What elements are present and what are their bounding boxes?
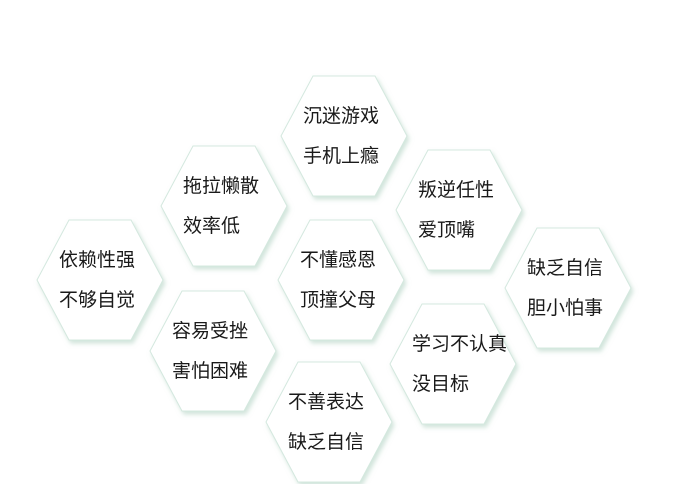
hexagon-shape (149, 290, 277, 412)
hexagon-line-2: 不够自觉 (59, 289, 136, 311)
hexagon-line-2: 没目标 (412, 373, 470, 395)
hexagon-game-addiction: 沉迷游戏 手机上瘾 (277, 74, 408, 198)
hexagon-line-2: 顶撞父母 (300, 289, 377, 311)
hexagon-shape (160, 145, 288, 267)
hexagon-line-1: 沉迷游戏 (303, 105, 380, 127)
hexagon-shape (277, 219, 405, 341)
hexagon-line-2: 害怕困难 (172, 360, 249, 382)
hexagon-line-2: 缺乏自信 (288, 431, 365, 453)
hexagon-line-1: 缺乏自信 (527, 257, 604, 279)
hexagon-shape (280, 75, 408, 197)
hexagon-line-1: 不善表达 (288, 391, 365, 413)
hexagon-shape (504, 227, 632, 349)
hexagon-careless-study: 学习不认真 没目标 (386, 302, 517, 426)
hexagon-line-2: 胆小怕事 (527, 297, 604, 319)
hexagon-shape (395, 149, 523, 271)
hexagon-line-1: 不懂感恩 (300, 249, 377, 271)
hexagon-line-2: 手机上瘾 (303, 145, 380, 167)
hexagon-shape (265, 361, 393, 483)
hexagon-procrastination: 拖拉懒散 效率低 (157, 144, 288, 268)
hexagon-line-1: 容易受挫 (172, 320, 249, 342)
hexagon-low-confidence: 缺乏自信 胆小怕事 (501, 226, 632, 350)
hexagon-line-1: 叛逆任性 (418, 179, 495, 201)
hexagon-line-1: 拖拉懒散 (183, 175, 260, 197)
hexagon-poor-expression: 不善表达 缺乏自信 (262, 360, 393, 484)
hexagon-dependent: 依赖性强 不够自觉 (33, 218, 164, 342)
hexagon-line-1: 学习不认真 (412, 333, 508, 355)
hexagon-shape (36, 219, 164, 341)
hexagon-ungrateful: 不懂感恩 顶撞父母 (274, 218, 405, 342)
hexagon-line-1: 依赖性强 (59, 249, 136, 271)
hexagon-rebellious: 叛逆任性 爱顶嘴 (392, 148, 523, 272)
hexagon-line-2: 效率低 (183, 215, 241, 237)
hexagon-shape (389, 303, 517, 425)
hexagon-frustration: 容易受挫 害怕困难 (146, 289, 277, 413)
hexagon-line-2: 爱顶嘴 (418, 219, 476, 241)
